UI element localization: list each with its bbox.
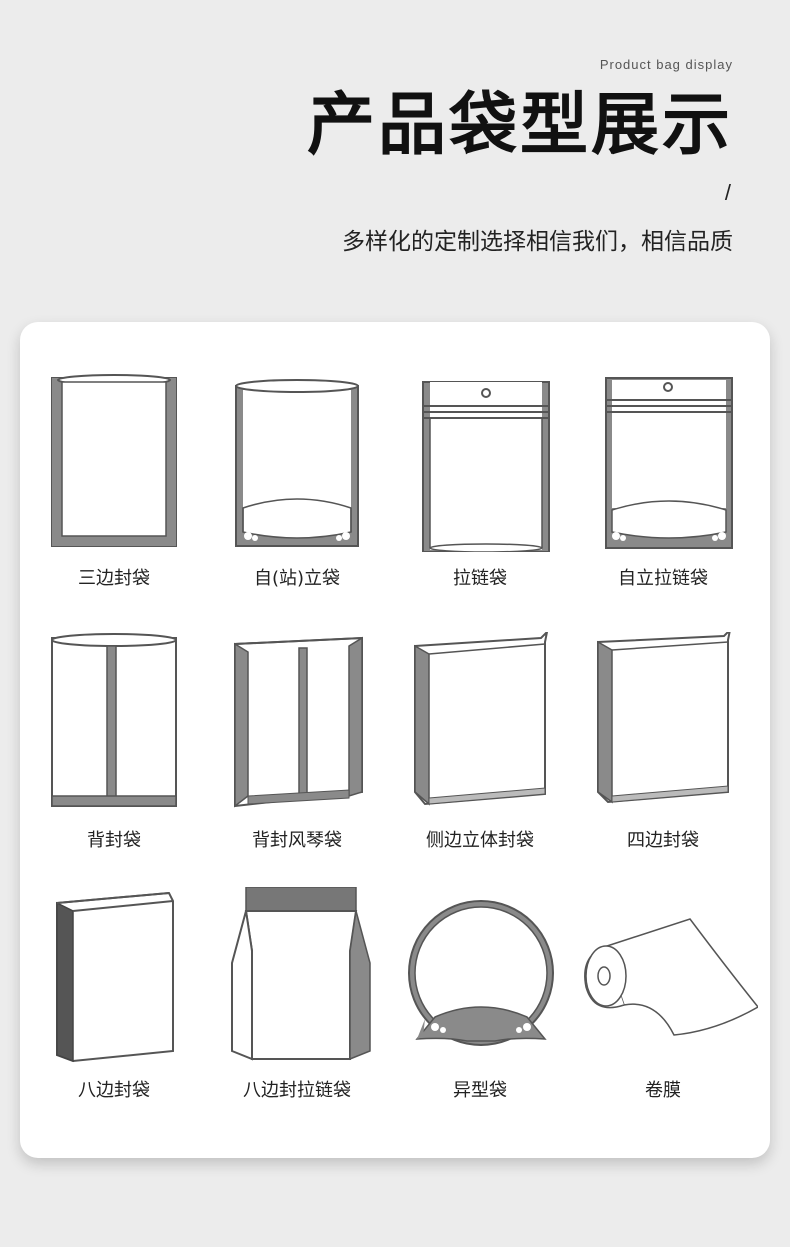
bag-label: 侧边立体封袋 [426,830,534,851]
bag-item-back-seal-gusset: 背封风琴袋 [212,632,382,851]
bag-item-roll-film: 卷膜 [578,887,758,1101]
bag-label: 四边封袋 [627,830,699,851]
bag-label: 八边封拉链袋 [243,1080,351,1101]
eight-side-seal-bag-icon [56,891,174,1063]
bag-label: 背封风琴袋 [252,830,342,851]
bag-label: 自(站)立袋 [253,568,341,589]
bag-item-stand-up-pouch: 自(站)立袋 [212,372,382,589]
three-side-seal-bag-icon [51,374,177,547]
bag-item-zipper-bag: 拉链袋 [395,372,565,589]
bag-label: 三边封袋 [78,568,150,589]
page-title: 产品袋型展示 [306,86,733,165]
slash-divider: / [724,180,731,205]
bag-label: 背封袋 [87,830,141,851]
tagline: 多样化的定制选择相信我们，相信品质 [342,229,733,255]
bag-item-stand-up-zipper-bag: 自立拉链袋 [578,372,748,589]
bag-label: 异型袋 [453,1080,507,1101]
bag-item-four-side-seal: 四边封袋 [578,632,748,851]
shaped-bag-icon [408,900,554,1046]
bag-label: 拉链袋 [453,568,507,589]
bag-item-eight-side-seal: 八边封袋 [29,887,199,1101]
bag-label: 卷膜 [645,1080,681,1101]
bag-label: 自立拉链袋 [618,568,708,589]
back-seal-gusset-bag-icon [234,636,363,808]
bag-item-eight-side-seal-zipper: 八边封拉链袋 [212,887,382,1101]
bag-item-three-side-seal: 三边封袋 [29,372,199,589]
stand-up-pouch-icon [235,379,359,547]
eight-side-seal-zipper-bag-icon [231,887,371,1061]
bag-item-side-gusset: 侧边立体封袋 [395,632,565,851]
bag-label: 八边封袋 [78,1080,150,1101]
back-seal-bag-icon [51,633,177,807]
english-subtitle: Product bag display [599,57,733,72]
bag-item-shaped-bag: 异型袋 [395,887,565,1101]
zipper-bag-icon [422,381,550,552]
roll-film-icon [584,918,758,1036]
four-side-seal-bag-icon [597,632,731,804]
stand-up-zipper-bag-icon [605,377,733,549]
bag-types-card: 三边封袋 自(站)立袋 拉链袋 [20,322,770,1158]
side-gusset-bag-icon [414,632,549,806]
bag-item-back-seal: 背封袋 [29,632,199,851]
